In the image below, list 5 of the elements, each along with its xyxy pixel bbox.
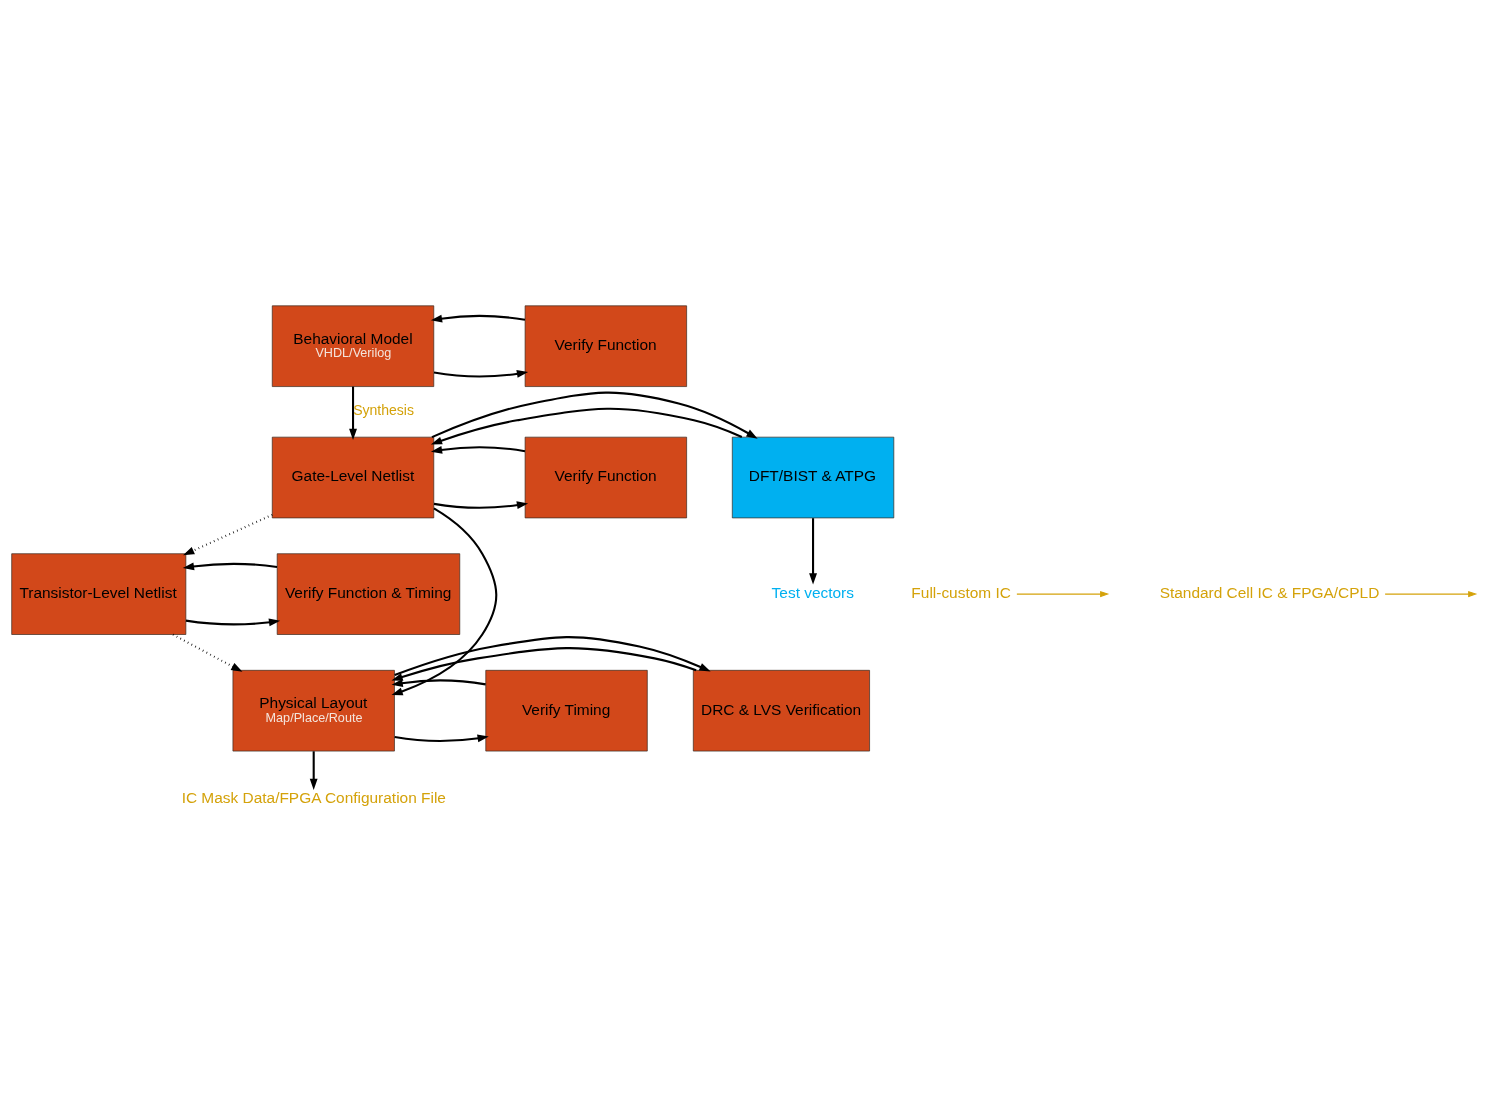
node-text: Test vectors — [771, 583, 854, 601]
node-text: IC Mask Data/FPGA Configuration File — [181, 788, 446, 806]
edge-label: Synthesis — [353, 401, 414, 418]
node-text: Full-custom IC — [911, 583, 1011, 601]
node-text: Standard Cell IC & FPGA/CPLD — [1159, 583, 1380, 601]
